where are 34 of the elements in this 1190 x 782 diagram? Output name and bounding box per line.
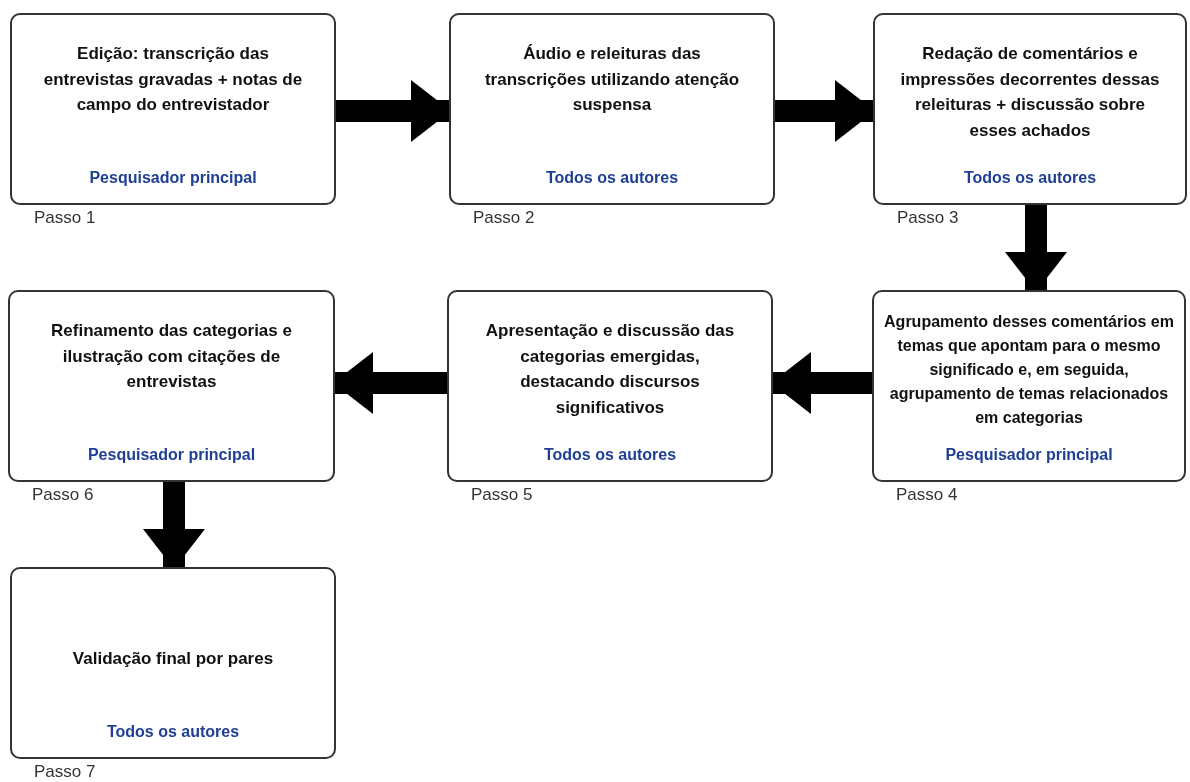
step-label: Passo 6 bbox=[32, 485, 94, 505]
step-label: Passo 1 bbox=[34, 208, 96, 228]
responsible-label: Pesquisador principal bbox=[945, 446, 1113, 464]
step-description: Agrupamento desses comentários em temas que apontam para o mesmo significado e, em seguida, agrupamento de temas relacionados em categorias bbox=[884, 312, 1174, 428]
responsible-label: Todos os autores bbox=[543, 446, 677, 464]
responsible-label: Pesquisador principal bbox=[87, 446, 256, 464]
responsible-label: Todos os autores bbox=[963, 169, 1097, 187]
process-box bbox=[873, 13, 1187, 205]
step-description: Refinamento das categorias e ilustração com citações de entrevistas bbox=[50, 320, 293, 393]
block-arrow bbox=[143, 482, 205, 569]
step-description: Apresentação e discussão das categorias emergidas, destacando discursos significativos bbox=[484, 320, 736, 419]
step-description: Redação de comentários e impressões decorrentes dessas releituras + discussão sobre esses achados bbox=[899, 43, 1161, 142]
step-label: Passo 2 bbox=[473, 208, 535, 228]
block-arrow bbox=[333, 352, 447, 414]
responsible-label: Todos os autores bbox=[545, 169, 679, 187]
step-label: Passo 5 bbox=[471, 485, 533, 505]
process-box bbox=[8, 290, 335, 482]
process-box bbox=[449, 13, 775, 205]
block-arrow bbox=[771, 352, 872, 414]
step-description: Edição: transcrição das entrevistas gravadas + notas de campo do entrevistador bbox=[42, 43, 304, 116]
step-label: Passo 7 bbox=[34, 762, 96, 782]
process-box bbox=[872, 290, 1186, 482]
step-label: Passo 4 bbox=[896, 485, 958, 505]
step-description: Validação final por pares bbox=[72, 648, 274, 671]
process-box bbox=[10, 13, 336, 205]
block-arrow bbox=[1005, 205, 1067, 292]
block-arrow bbox=[336, 80, 451, 142]
block-arrow bbox=[775, 80, 875, 142]
responsible-label: Todos os autores bbox=[106, 723, 240, 741]
step-label: Passo 3 bbox=[897, 208, 959, 228]
process-box bbox=[10, 567, 336, 759]
responsible-label: Pesquisador principal bbox=[89, 169, 257, 187]
process-box bbox=[447, 290, 773, 482]
step-description: Áudio e releituras das transcrições utilizando atenção suspensa bbox=[483, 43, 741, 116]
